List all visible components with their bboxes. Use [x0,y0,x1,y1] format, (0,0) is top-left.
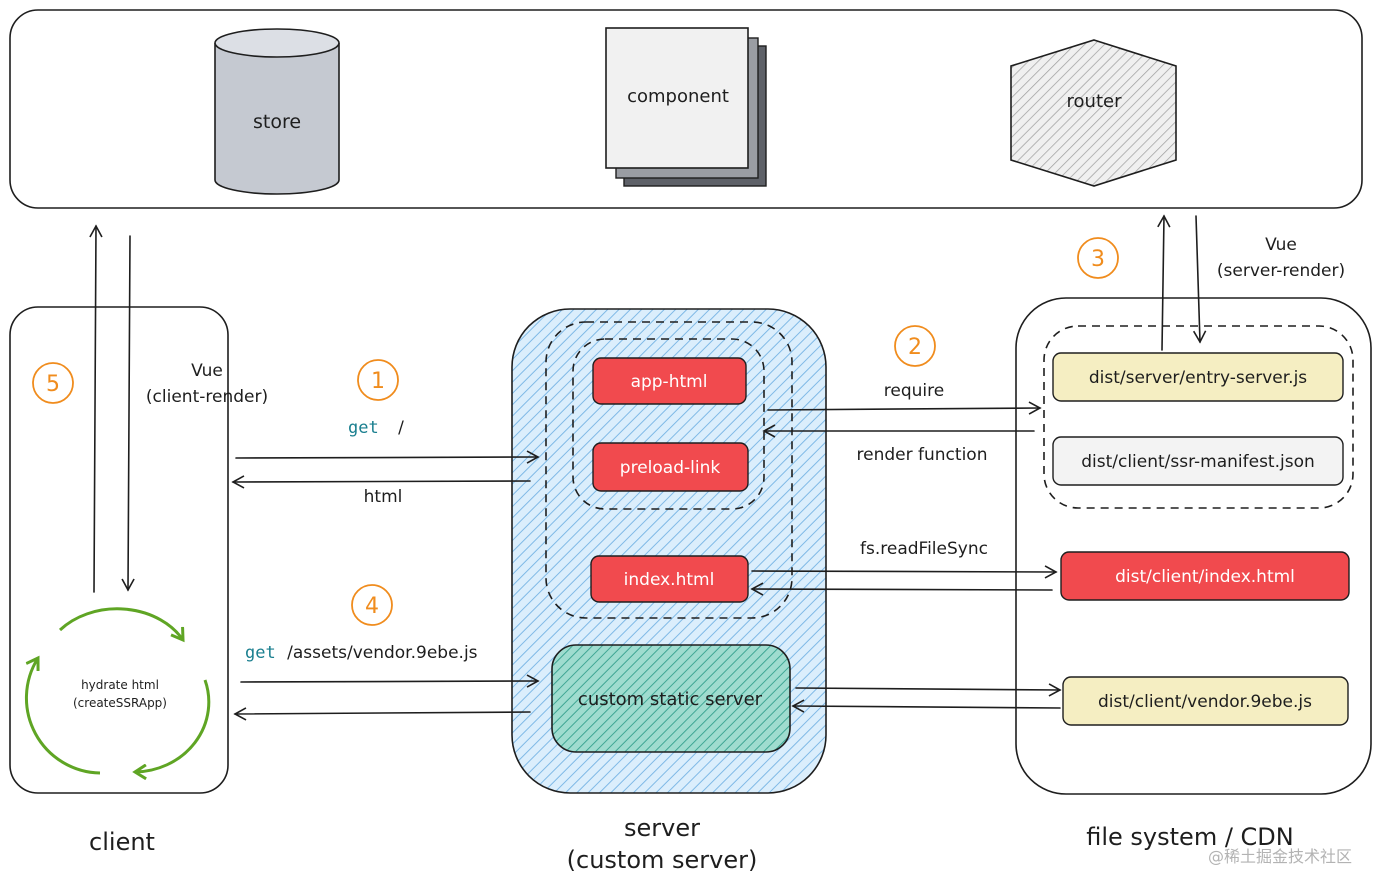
client-down-arrow [121,235,135,592]
hydrate-line-1: hydrate html [81,678,159,692]
ssr-manifest-box [1052,436,1344,486]
get-vendor-request: get /assets/vendor.9ebe.js [245,643,478,663]
static-server-box [551,644,791,753]
step-3-marker: 3 [1077,237,1119,279]
require-arrow [767,401,1042,415]
dist-index-html-label: dist/client/index.html [1115,567,1295,587]
step-5-marker: 5 [32,362,74,404]
svg-text:2: 2 [908,335,922,360]
render-function-label: render function [857,445,988,465]
files-vue-label: Vue [1265,235,1297,255]
app-html-box [592,357,747,405]
svg-text:5: 5 [46,372,60,397]
vendor-response-arrow [233,707,531,721]
client-render-label: (client-render) [146,387,268,407]
preload-link-label: preload-link [620,458,721,478]
files-title: file system / CDN [1086,823,1293,851]
get-root-request: get / [348,418,404,438]
dist-index-html-box [1060,551,1350,601]
files-down-arrow [1192,215,1207,344]
files-panel [1015,297,1372,795]
svg-text:3: 3 [1091,247,1105,272]
static-server-label: custom static server [578,689,763,710]
vendor-js-label: dist/client/vendor.9ebe.js [1098,692,1312,712]
component-label: component [627,86,729,107]
html-response-arrow [231,475,531,489]
files-up-arrow [1157,214,1171,351]
entry-server-box [1052,352,1344,402]
svg-text:4: 4 [365,594,379,619]
get-root-arrow [235,450,540,464]
svg-text:1: 1 [371,369,385,394]
router-label: router [1067,91,1123,112]
server-title-line-2: (custom server) [567,846,758,874]
get-vendor-arrow [240,674,540,688]
index-html-label: index.html [624,570,715,590]
watermark: @稀土掘金技术社区 [1208,847,1352,866]
ssr-manifest-label: dist/client/ssr-manifest.json [1081,452,1315,472]
vendor-to-static-arrow [791,699,1061,713]
server-outer-dashed-group [545,321,793,619]
app-html-label: app-html [631,372,708,392]
files-render-label: (server-render) [1217,261,1345,281]
html-response-label: html [364,487,403,507]
step-2-marker: 2 [894,325,936,367]
index-html-return-arrow [750,582,1053,596]
server-title-line-1: server [624,814,700,842]
readfile-label: fs.readFileSync [860,539,988,559]
require-label: require [884,381,944,401]
router-hexagon: router [1010,39,1177,187]
vendor-js-box [1062,676,1349,726]
entry-server-label: dist/server/entry-server.js [1089,368,1307,388]
store-label: store [253,111,301,133]
static-to-vendor-arrow [795,683,1062,697]
index-html-box [590,555,749,603]
step-4-marker: 4 [351,584,393,626]
component-stack: component [605,27,767,187]
client-vue-label: Vue [191,361,223,381]
store-cylinder: store [214,28,340,195]
preload-link-box [592,442,749,492]
server-inner-dashed-group [572,338,765,510]
files-dashed-group [1043,325,1354,509]
hydrate-cycle: hydrate html (createSSRApp) [24,607,211,773]
readfile-arrow [751,565,1058,579]
client-up-arrow [89,224,103,593]
client-panel [9,306,229,794]
hydrate-line-2: (createSSRApp) [73,696,167,710]
step-1-marker: 1 [357,359,399,401]
client-title: client [89,828,155,856]
